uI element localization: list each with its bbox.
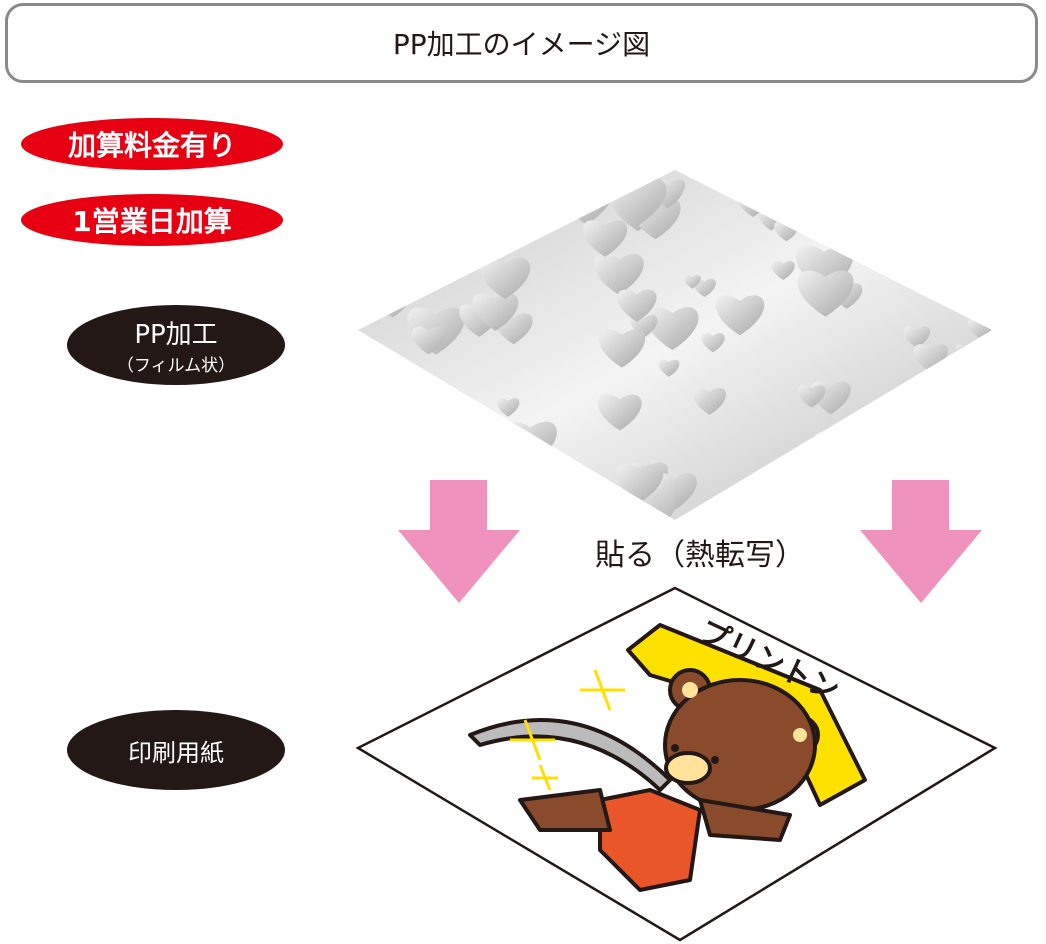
heart-icon — [874, 223, 892, 238]
heart-icon — [693, 278, 716, 298]
heart-icon — [472, 293, 519, 331]
heart-icon — [597, 394, 642, 431]
heart-icon — [836, 477, 876, 511]
heart-icon — [530, 170, 573, 202]
heart-icon — [903, 326, 931, 348]
heart-icon — [943, 477, 992, 520]
heart-icon — [955, 344, 974, 359]
heart-icon — [411, 326, 446, 355]
right-arrow-icon — [860, 480, 982, 603]
heart-icon — [400, 186, 425, 207]
heart-icon — [480, 257, 531, 300]
bear-artwork: プリントン — [468, 614, 867, 892]
heart-icon — [771, 260, 795, 281]
heart-icon — [701, 333, 725, 353]
heart-icon — [593, 253, 644, 295]
heart-icon — [359, 273, 391, 300]
extra-day-badge: 1営業日加算 — [21, 194, 283, 246]
heart-icon — [362, 480, 421, 520]
heart-icon — [496, 398, 520, 417]
heart-icon — [397, 485, 424, 508]
heart-icon — [872, 458, 895, 477]
pp-layer-title: PP加工 — [134, 320, 218, 350]
pp-layer-subtitle: （フィルム状） — [116, 356, 236, 376]
heart-icon — [814, 432, 852, 463]
heart-icon — [797, 385, 826, 408]
heart-icon — [598, 329, 646, 368]
action-caption: 貼る（熱転写） — [595, 538, 805, 573]
left-arrow-icon — [398, 480, 520, 603]
paper-layer-label: 印刷用紙 — [67, 710, 285, 790]
heart-icon — [498, 423, 520, 441]
heart-icon — [617, 289, 657, 322]
heart-icon — [693, 387, 727, 415]
heart-icon — [944, 272, 980, 302]
heart-icon — [503, 421, 557, 466]
heart-icon — [715, 295, 765, 336]
heart-icon — [755, 185, 793, 216]
heart-icon — [957, 376, 992, 419]
pp-layer-label: PP加工 （フィルム状） — [67, 305, 285, 385]
heart-icon — [582, 220, 628, 257]
heart-icon — [434, 402, 481, 441]
heart-icon — [763, 466, 789, 488]
heart-icon — [388, 464, 431, 499]
extra-charge-badge: 加算料金有り — [21, 118, 283, 170]
title-box: PP加工のイメージ図 — [5, 3, 1038, 83]
heart-icon — [684, 274, 701, 289]
heart-icon — [358, 282, 385, 317]
heart-icon — [438, 222, 455, 236]
heart-icon — [916, 257, 934, 272]
heart-icon — [972, 393, 992, 412]
heart-icon — [358, 423, 384, 453]
heart-icon — [658, 359, 680, 377]
heart-icon — [392, 170, 431, 198]
heart-icon — [646, 307, 699, 351]
heart-icon — [797, 270, 854, 317]
